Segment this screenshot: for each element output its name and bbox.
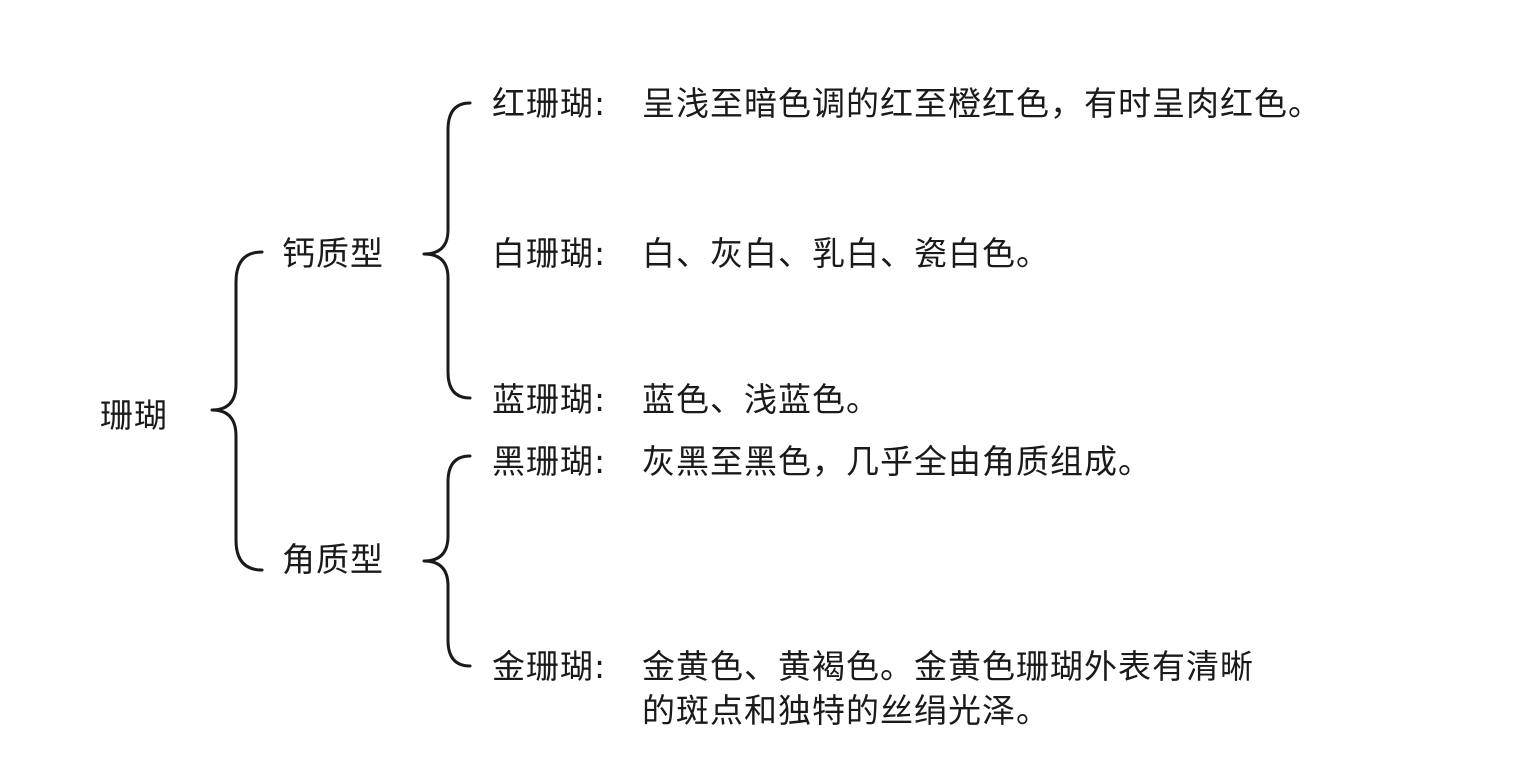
root-label: 珊瑚 <box>100 396 168 435</box>
gold-coral-desc-line-1: 金黄色、黄褐色。金黄色珊瑚外表有清晰 <box>642 647 1254 686</box>
item-red-coral-desc: 呈浅至暗色调的红至橙红色，有时呈肉红色。 <box>642 84 1322 123</box>
branch-horny-label: 角质型 <box>282 540 384 579</box>
item-white-coral-desc: 白、灰白、乳白、瓷白色。 <box>642 234 1050 273</box>
calcareous-brace <box>422 101 472 400</box>
item-white-coral-name: 白珊瑚: <box>492 234 607 273</box>
item-blue-coral-desc: 蓝色、浅蓝色。 <box>642 380 880 419</box>
item-gold-coral-name: 金珊瑚: <box>492 647 607 686</box>
item-red-coral-name: 红珊瑚: <box>492 84 607 123</box>
gold-coral-desc-line-2: 的斑点和独特的丝绢光泽。 <box>642 691 1050 730</box>
item-black-coral-desc: 灰黑至黑色，几乎全由角质组成。 <box>642 442 1152 481</box>
horny-brace <box>422 454 472 668</box>
branch-calcareous-label: 钙质型 <box>282 234 384 273</box>
root-brace <box>210 250 264 572</box>
item-gold-coral-desc: 金黄色、黄褐色。金黄色珊瑚外表有清晰 的斑点和独特的丝绢光泽。 <box>642 645 1254 733</box>
item-blue-coral-name: 蓝珊瑚: <box>492 380 607 419</box>
item-black-coral-name: 黑珊瑚: <box>492 442 607 481</box>
